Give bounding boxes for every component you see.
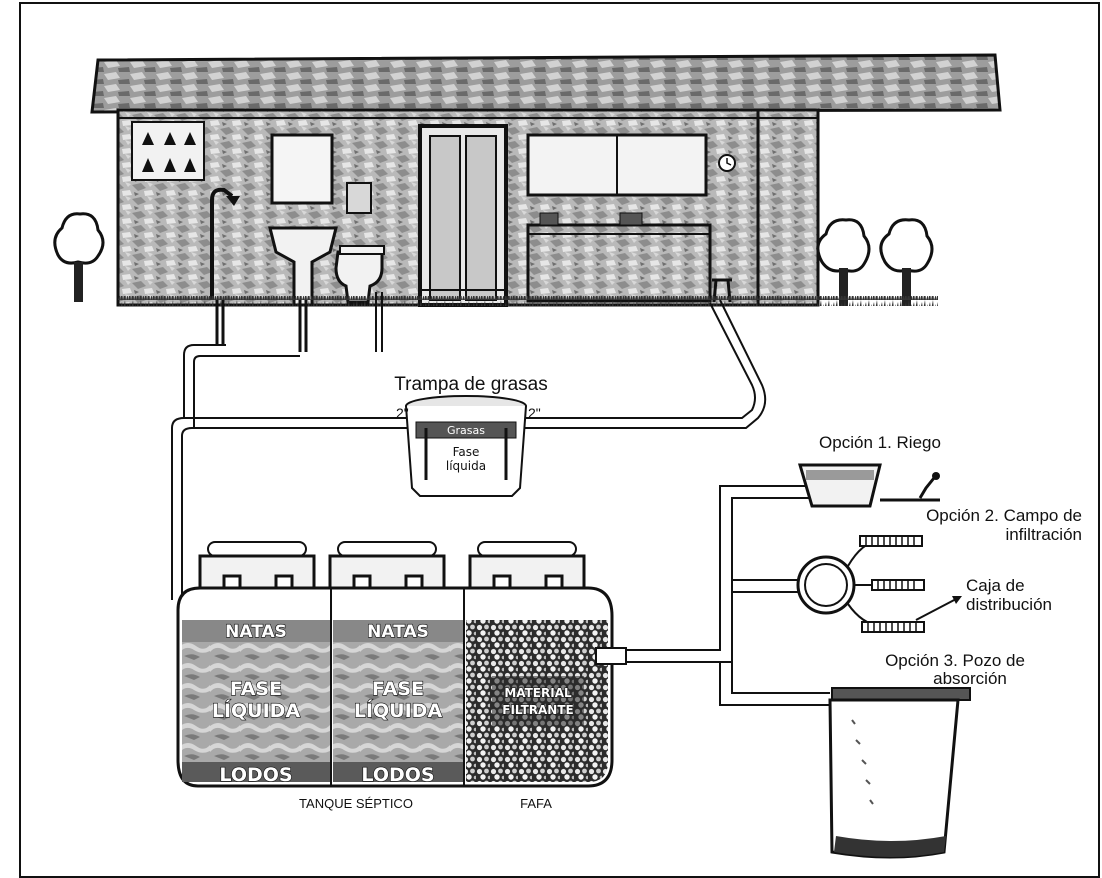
distribution-box [796,539,881,627]
tank-2-scum-label: NATAS [367,622,429,642]
tank-1-liquid-label-2: LÍQUIDA [212,699,301,722]
house-roof [90,53,1002,114]
option-3-label-line-1: Opción 3. Pozo de [885,651,1025,670]
irrigation-basin [797,463,940,508]
bathroom-mirror [270,133,334,205]
tree-right-2-icon [879,218,934,306]
tank-lid-2 [328,541,446,590]
septic-tank-caption: TANQUE SÉPTICO [299,796,413,811]
fafa-media-label-1: MATERIAL [504,686,572,700]
option-2-label-line-1: Opción 2. Campo de [926,506,1082,525]
grease-trap-inlet-size: 2" [396,405,409,421]
grease-trap-layer-liquid-1: Fase [453,445,480,459]
option-1-label: Opción 1. Riego [819,433,941,452]
absorption-well [828,687,971,859]
grease-trap-layer-top: Grasas [447,424,485,437]
option-2-label-line-2: infiltración [1005,525,1082,544]
tank-lid-1 [198,541,316,590]
fafa-caption: FAFA [520,796,552,811]
distribution-box-label-line-1: Caja de [966,576,1025,595]
tank-lid-3 [468,541,586,590]
tank-2-liquid-label-1: FASE [372,678,424,700]
grease-trap-layer-liquid-2: líquida [446,459,486,473]
house [90,53,1002,307]
pipes [171,292,830,706]
tank-assembly [176,541,627,788]
distribution-box-label-line-2: distribución [966,595,1052,614]
grease-trap [405,395,527,497]
kitchen-counter [526,223,712,303]
tank-2-liquid-label-2: LÍQUIDA [354,699,443,722]
fafa-media-label-2: FILTRANTE [502,703,573,717]
tank-1-liquid-label-1: FASE [230,678,282,700]
tank-2-sludge-label: LODOS [361,764,434,786]
option-3-label-line-2: absorción [933,669,1007,688]
tank-1-sludge-label: LODOS [219,764,292,786]
house-wall-right [756,108,820,307]
grease-trap-title: Trampa de grasas [394,374,547,395]
shower-icon [210,187,234,300]
tree-right-1-icon [816,218,871,306]
tree-left-icon [53,212,105,302]
tank-1-scum-label: NATAS [225,622,287,642]
grease-trap-outlet-size: 2" [528,405,541,421]
infiltration-pipes [859,535,962,633]
